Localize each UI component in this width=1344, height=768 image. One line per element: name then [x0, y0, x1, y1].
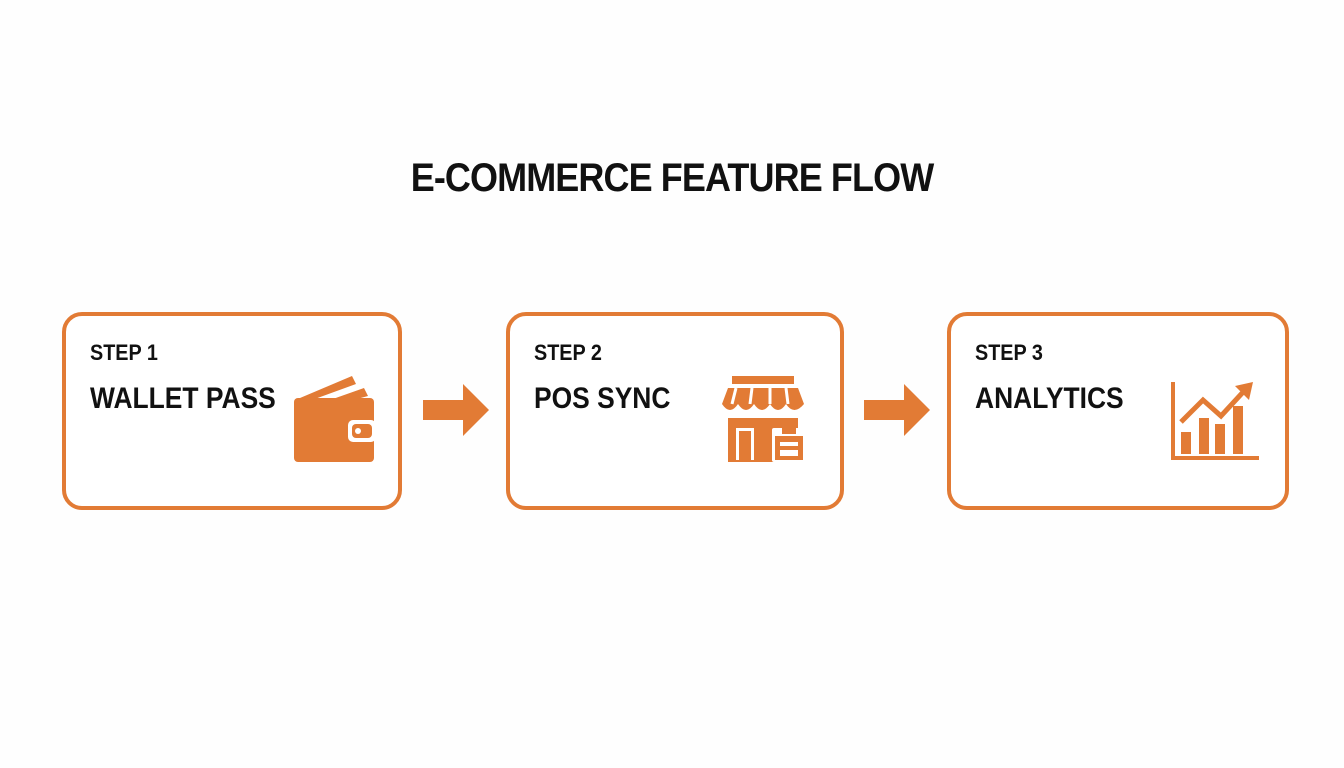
growth-chart-icon — [1171, 382, 1259, 460]
wallet-icon — [294, 376, 376, 462]
step-name: ANALYTICS — [975, 382, 1124, 415]
step-card-2: STEP 2 POS SYNC — [506, 312, 844, 510]
step-name: WALLET PASS — [90, 382, 276, 415]
step-card-3: STEP 3 ANALYTICS — [947, 312, 1289, 510]
arrow-right-icon — [864, 384, 930, 436]
step-number: STEP 2 — [534, 340, 602, 365]
arrow-right-icon — [423, 384, 489, 436]
diagram-title: E-COMMERCE FEATURE FLOW — [410, 156, 934, 200]
step-name: POS SYNC — [534, 382, 671, 415]
step-number: STEP 3 — [975, 340, 1043, 365]
storefront-icon — [722, 376, 806, 462]
step-number: STEP 1 — [90, 340, 158, 365]
step-card-1: STEP 1 WALLET PASS — [62, 312, 402, 510]
